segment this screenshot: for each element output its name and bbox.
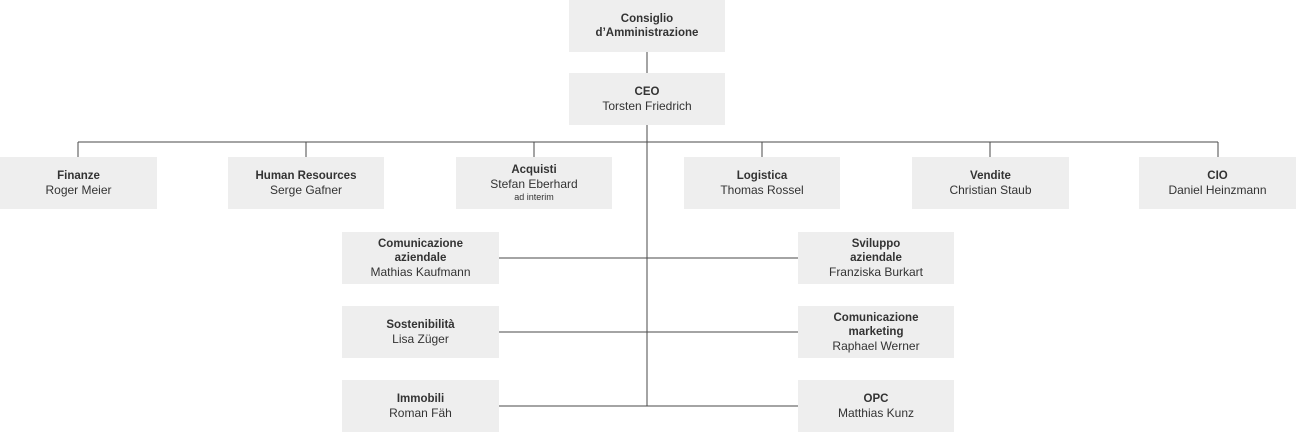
board-title-line1: Consiglio xyxy=(620,13,674,25)
department-title: Human Resources xyxy=(255,169,357,182)
staff-title-line1: OPC xyxy=(863,392,889,405)
department-head-name: Roger Meier xyxy=(45,182,112,197)
board-box: Consiglio d’Amministrazione xyxy=(569,0,725,52)
staff-head-name: Mathias Kaufmann xyxy=(370,264,471,279)
department-box-acquisti: Acquisti Stefan Eberhard ad interim xyxy=(456,157,612,209)
department-head-name: Stefan Eberhard xyxy=(490,177,578,191)
staff-title-line2: marketing xyxy=(848,325,904,338)
staff-box-comunicazione-aziendale: Comunicazione aziendale Mathias Kaufmann xyxy=(342,232,499,284)
staff-box-opc: OPC Matthias Kunz xyxy=(798,380,954,432)
department-title: Logistica xyxy=(736,169,788,182)
staff-title-line1: Sostenibilità xyxy=(386,318,455,331)
staff-head-name: Raphael Werner xyxy=(832,338,920,353)
staff-box-sviluppo-aziendale: Sviluppo aziendale Franziska Burkart xyxy=(798,232,954,284)
staff-title-line2: aziendale xyxy=(394,251,447,264)
staff-head-name: Franziska Burkart xyxy=(828,264,924,279)
department-box-cio: CIO Daniel Heinzmann xyxy=(1139,157,1296,209)
staff-title-line1: Sviluppo xyxy=(851,237,901,250)
ceo-box: CEO Torsten Friedrich xyxy=(569,73,725,125)
staff-box-sostenibilita: Sostenibilità Lisa Züger xyxy=(342,306,499,358)
staff-title-line2: aziendale xyxy=(850,251,902,264)
board-title-line2: d’Amministrazione xyxy=(595,27,699,39)
department-box-human-resources: Human Resources Serge Gafner xyxy=(228,157,384,209)
ceo-name: Torsten Friedrich xyxy=(602,98,692,113)
staff-head-name: Lisa Züger xyxy=(392,331,449,346)
staff-head-name: Roman Fäh xyxy=(389,405,452,420)
department-box-logistica: Logistica Thomas Rossel xyxy=(684,157,840,209)
department-note: ad interim xyxy=(514,192,554,202)
staff-box-immobili: Immobili Roman Fäh xyxy=(342,380,499,432)
staff-head-name: Matthias Kunz xyxy=(837,405,915,420)
department-head-name: Christian Staub xyxy=(949,182,1032,197)
staff-box-comunicazione-marketing: Comunicazione marketing Raphael Werner xyxy=(798,306,954,358)
staff-title-line1: Comunicazione xyxy=(833,311,919,324)
ceo-title: CEO xyxy=(634,85,660,98)
department-box-finanze: Finanze Roger Meier xyxy=(0,157,157,209)
department-title: Vendite xyxy=(970,169,1011,182)
staff-title-line1: Comunicazione xyxy=(378,237,463,250)
department-title: Acquisti xyxy=(511,164,557,176)
department-title: Finanze xyxy=(57,169,100,182)
department-title: CIO xyxy=(1207,169,1228,182)
department-head-name: Serge Gafner xyxy=(269,182,343,197)
department-head-name: Daniel Heinzmann xyxy=(1168,182,1267,197)
department-box-vendite: Vendite Christian Staub xyxy=(912,157,1069,209)
department-head-name: Thomas Rossel xyxy=(720,182,804,197)
staff-title-line1: Immobili xyxy=(396,392,445,405)
